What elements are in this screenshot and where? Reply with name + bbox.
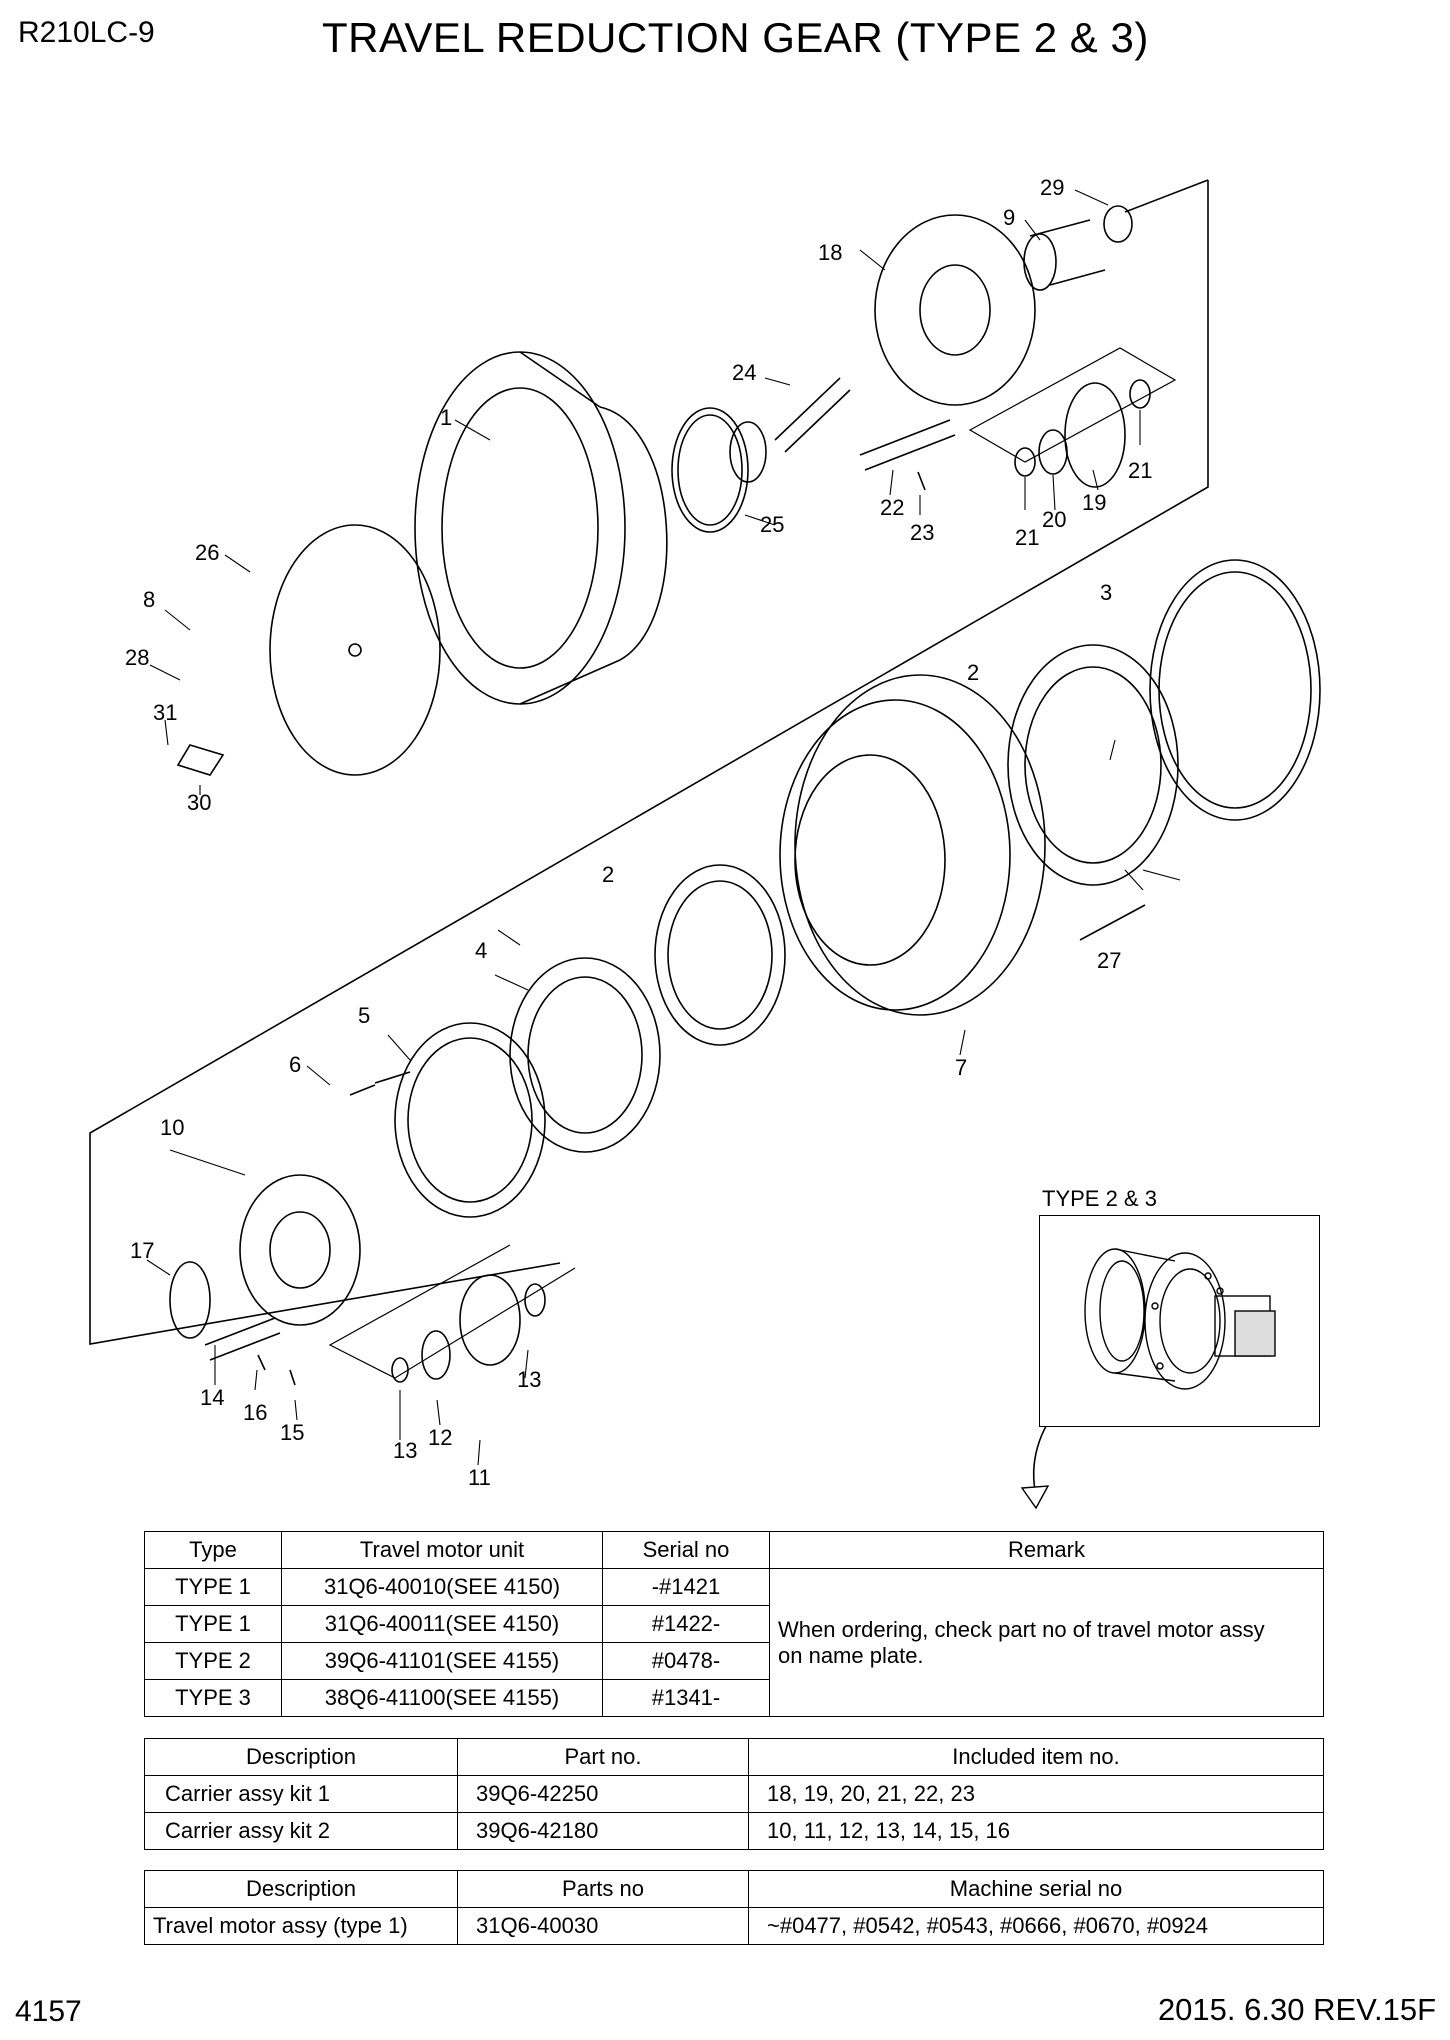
callout: 24 [732,360,756,385]
cell-part-no: 39Q6-42250 [457,1775,749,1813]
cell-part-no: 31Q6-40030 [457,1907,749,1945]
callout: 10 [160,1115,184,1140]
remark-line: on name plate. [778,1642,924,1668]
callout: 8 [143,587,155,612]
callout: 26 [195,540,219,565]
callout: 28 [125,645,149,670]
col-header: Included item no. [748,1738,1324,1776]
table-row: TYPE 2 39Q6-41101(SEE 4155) #0478- [144,1642,1324,1680]
cell-items: 10, 11, 12, 13, 14, 15, 16 [748,1812,1324,1850]
table-header-row: Type Travel motor unit Serial no Remark [144,1531,1324,1569]
revision-date: 2015. 6.30 REV.15F [1157,1992,1436,2027]
cell-serial: -#1421 [602,1568,770,1606]
table-header-row: Description Part no. Included item no. [144,1738,1324,1776]
cell-part-no: 39Q6-42180 [457,1812,749,1850]
table-row: TYPE 3 38Q6-41100(SEE 4155) #1341- [144,1679,1324,1717]
callout: 17 [130,1238,154,1263]
callout: 2 [602,862,614,887]
cell-items: 18, 19, 20, 21, 22, 23 [748,1775,1324,1813]
callout: 22 [880,495,904,520]
callout: 13 [393,1438,417,1463]
callout: 13 [517,1367,541,1392]
callout: 3 [1100,580,1112,605]
callout: 31 [153,700,177,725]
callout: 2 [967,660,979,685]
table-header-row: Description Parts no Machine serial no [144,1870,1324,1908]
cell-description: Carrier assy kit 1 [144,1775,458,1813]
callout: 1 [440,405,452,430]
cell-serial: #0478- [602,1642,770,1680]
cell-type: TYPE 1 [144,1568,282,1606]
motor-assembly-image [1084,1248,1276,1390]
col-header: Machine serial no [748,1870,1324,1908]
callout: 27 [1097,948,1121,973]
cell-type: TYPE 2 [144,1642,282,1680]
col-header: Type [144,1531,282,1569]
callout: 4 [475,938,487,963]
callout: 25 [760,512,784,537]
cell-serial: #1422- [602,1605,770,1643]
callout: 11 [468,1465,491,1490]
col-header: Serial no [602,1531,770,1569]
callout: 7 [955,1055,967,1080]
model-number: R210LC-9 [18,16,155,49]
cell-type: TYPE 1 [144,1605,282,1643]
cell-type: TYPE 3 [144,1679,282,1717]
col-header: Part no. [457,1738,749,1776]
exploded-view-drawing: 1 2 2 3 4 5 6 7 8 9 10 11 12 13 13 14 15… [89,175,1321,1510]
callout: 9 [1003,205,1015,230]
callout: 6 [289,1052,301,1077]
callout: 15 [280,1420,304,1445]
callout: 30 [187,790,211,815]
col-header: Parts no [457,1870,749,1908]
motor-table: Description Parts no Machine serial no T… [144,1870,1324,1945]
callout: 21 [1015,525,1039,550]
callout: 29 [1040,175,1064,200]
table-row: Carrier assy kit 1 39Q6-42250 18, 19, 20… [144,1775,1324,1813]
callout: 19 [1082,490,1106,515]
callout: 23 [910,520,934,545]
callout: 14 [200,1385,224,1410]
cell-description: Carrier assy kit 2 [144,1812,458,1850]
col-header: Description [144,1738,458,1776]
col-header: Remark [769,1531,1324,1569]
type-table: Type Travel motor unit Serial no Remark … [144,1531,1324,1717]
col-header: Travel motor unit [281,1531,603,1569]
callout: 5 [358,1003,370,1028]
callout: 16 [243,1400,267,1425]
cell-serial: #1341- [602,1679,770,1717]
callout: 18 [818,240,842,265]
table-row: Carrier assy kit 2 39Q6-42180 10, 11, 12… [144,1812,1324,1850]
page-title: TRAVEL REDUCTION GEAR (TYPE 2 & 3) [322,14,1149,61]
callout: 12 [428,1425,452,1450]
callout: 20 [1042,507,1066,532]
page-number: 4157 [15,1995,82,2028]
table-row: TYPE 1 31Q6-40011(SEE 4150) #1422- [144,1605,1324,1643]
cell-serials: ~#0477, #0542, #0543, #0666, #0670, #092… [748,1907,1324,1945]
callout: 21 [1128,458,1152,483]
table-row: TYPE 1 31Q6-40010(SEE 4150) -#1421 When … [144,1568,1324,1717]
cell-remark: When ordering, check part no of travel m… [769,1568,1324,1717]
col-header: Description [144,1870,458,1908]
inset-caption: TYPE 2 & 3 [1042,1186,1157,1211]
assembly-photo [1039,1215,1320,1427]
table-row: Travel motor assy (type 1) 31Q6-40030 ~#… [144,1907,1324,1945]
cell-description: Travel motor assy (type 1) [144,1907,458,1945]
cell-unit: 31Q6-40011(SEE 4150) [281,1605,603,1643]
kit-table: Description Part no. Included item no. C… [144,1738,1324,1850]
remark-line: When ordering, check part no of travel m… [778,1616,1265,1642]
cell-unit: 39Q6-41101(SEE 4155) [281,1642,603,1680]
cell-unit: 31Q6-40010(SEE 4150) [281,1568,603,1606]
cell-unit: 38Q6-41100(SEE 4155) [281,1679,603,1717]
